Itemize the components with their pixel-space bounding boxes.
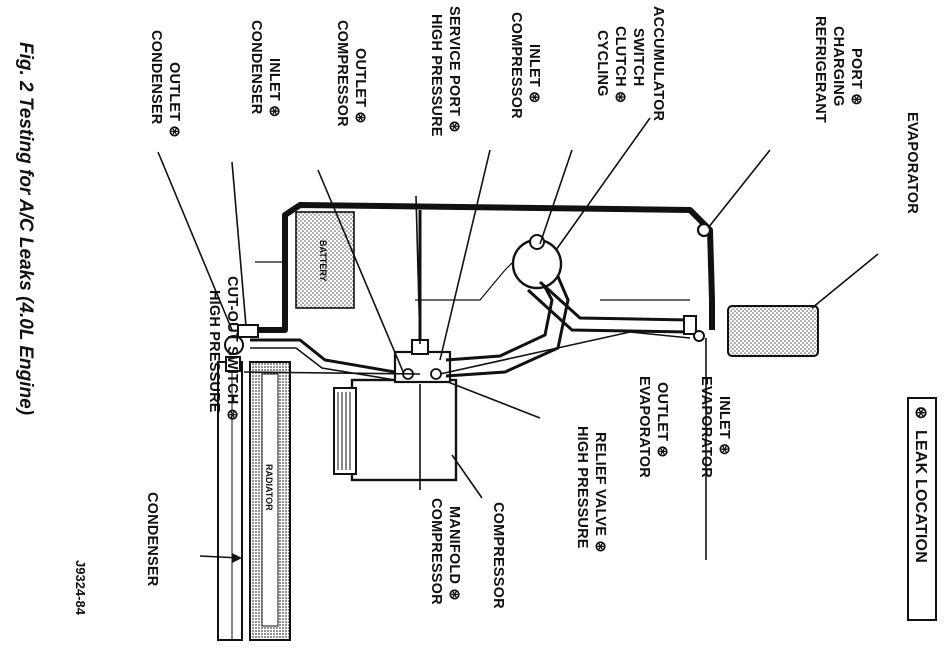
label-high-pressure-service-port: HIGH PRESSURE SERVICE PORT ⊛ [428,6,462,137]
svg-text:INLET ⊛: INLET ⊛ [266,58,282,117]
label-condenser-outlet: CONDENSER OUTLET ⊛ [148,30,182,138]
svg-text:HIGH PRESSURE: HIGH PRESSURE [428,14,444,137]
radiator: RADIATOR [249,361,291,641]
label-compressor-inlet: COMPRESSOR INLET ⊛ [508,12,542,119]
label-high-pressure-relief-valve: HIGH PRESSURE RELIEF VALVE ⊛ [574,426,608,553]
label-refrigerant-charging-port: REFRIGERANT CHARGING PORT ⊛ [812,16,864,123]
liquid-line [250,202,715,333]
svg-text:HIGH PRESSURE: HIGH PRESSURE [206,290,222,413]
battery: BATTERY [295,211,355,309]
label-compressor-manifold: COMPRESSOR MANIFOLD ⊛ [428,498,462,605]
label-evaporator: EVAPORATOR [904,112,920,214]
label-compressor-outlet: COMPRESSOR OUTLET ⊛ [334,20,368,127]
leader-lines [157,117,879,563]
svg-text:CONDENSER: CONDENSER [248,20,264,115]
svg-text:CLUTCH ⊛: CLUTCH ⊛ [612,26,628,103]
figure-code: J9324-84 [73,560,88,616]
svg-text:CONDENSER: CONDENSER [148,30,164,125]
compressor [333,378,458,482]
label-condenser: CONDENSER [144,492,160,587]
svg-text:CYCLING: CYCLING [594,30,610,97]
legend: ⊛ LEAK LOCATION [907,397,937,621]
svg-text:CONDENSER: CONDENSER [144,492,160,587]
label-cycling-clutch-switch: CYCLING CLUTCH ⊛ SWITCH [594,26,646,103]
battery-label: BATTERY [318,240,328,282]
svg-text:MANIFOLD ⊛: MANIFOLD ⊛ [446,506,462,601]
compressor-manifold [393,339,452,384]
legend-text: LEAK LOCATION [912,430,929,563]
svg-text:COMPRESSOR: COMPRESSOR [508,12,524,119]
svg-text:ACCUMULATOR: ACCUMULATOR [650,6,666,122]
svg-text:OUTLET ⊛: OUTLET ⊛ [352,48,368,124]
accumulator [511,234,563,290]
svg-text:REFRIGERANT: REFRIGERANT [812,16,828,123]
svg-text:HIGH PRESSURE: HIGH PRESSURE [574,426,590,549]
svg-text:OUTLET ⊛: OUTLET ⊛ [654,382,670,458]
svg-text:SWITCH: SWITCH [630,28,646,86]
discharge-hose [250,338,396,374]
svg-text:SERVICE PORT ⊛: SERVICE PORT ⊛ [446,6,462,133]
legend-symbol: ⊛ [912,406,929,420]
suction-hose [445,277,554,362]
label-evaporator-inlet: EVAPORATOR INLET ⊛ [698,376,732,478]
svg-text:EVAPORATOR: EVAPORATOR [698,376,714,478]
svg-text:INLET ⊛: INLET ⊛ [526,44,542,103]
label-accumulator: ACCUMULATOR [650,6,666,122]
svg-text:COMPRESSOR: COMPRESSOR [490,502,506,609]
evaporator-fitting [683,315,697,335]
svg-text:PORT ⊛: PORT ⊛ [848,48,864,106]
svg-text:INLET ⊛: INLET ⊛ [716,396,732,455]
figure-caption: Fig. 2 Testing for A/C Leaks (4.0L Engin… [15,42,36,415]
svg-text:COMPRESSOR: COMPRESSOR [428,498,444,605]
svg-text:EVAPORATOR: EVAPORATOR [636,376,652,478]
radiator-label: RADIATOR [264,464,274,511]
svg-text:COMPRESSOR: COMPRESSOR [334,20,350,127]
cutout-switch-fitting [224,324,259,372]
svg-text:EVAPORATOR: EVAPORATOR [904,112,920,214]
svg-text:CUT-OUT SWITCH ⊛: CUT-OUT SWITCH ⊛ [224,276,240,421]
label-condenser-inlet: CONDENSER INLET ⊛ [248,20,282,117]
label-compressor: COMPRESSOR [490,502,506,609]
svg-text:CHARGING: CHARGING [830,26,846,107]
evaporator-outlet-hose [538,280,691,322]
svg-text:RELIEF VALVE ⊛: RELIEF VALVE ⊛ [592,432,608,553]
system-drawing: BATTERY RADIATOR [217,202,819,641]
charging-port [696,222,712,238]
label-high-pressure-cutout-switch: HIGH PRESSURE CUT-OUT SWITCH ⊛ [206,276,240,421]
label-evaporator-outlet: EVAPORATOR OUTLET ⊛ [636,376,670,478]
evaporator [727,305,819,357]
svg-text:OUTLET ⊛: OUTLET ⊛ [166,62,182,138]
